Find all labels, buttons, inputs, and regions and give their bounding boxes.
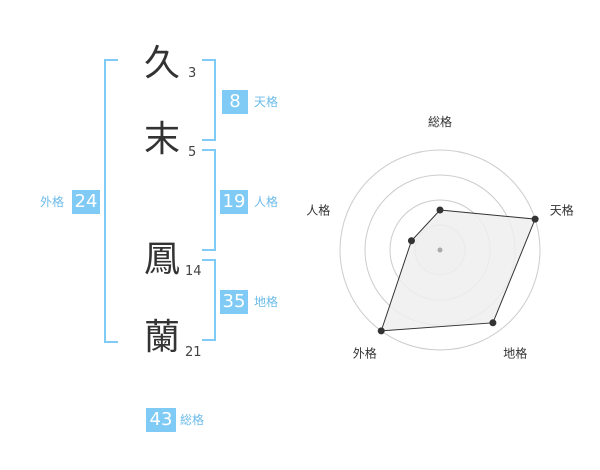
radar-axis-label-5: 人格: [306, 202, 330, 217]
radar-point-3: [489, 319, 497, 327]
radar-point-2: [531, 215, 539, 223]
tenkaku-bracket: [202, 59, 216, 141]
radar-point-5: [407, 237, 415, 245]
radar-axis-label-3: 地格: [503, 346, 527, 361]
name-char-2: 末: [143, 119, 180, 160]
name-char-1: 久: [143, 43, 180, 84]
gaikaku-value: 24: [72, 190, 100, 214]
stroke-count-3: 14: [185, 264, 202, 279]
jinkaku-label: 人格: [254, 195, 279, 209]
jinkaku-bracket: [202, 149, 216, 251]
jinkaku-value: 19: [220, 190, 248, 214]
soukaku-value: 43: [146, 408, 176, 432]
chikaku-bracket: [202, 259, 216, 341]
radar-axis-label-2: 天格: [550, 202, 574, 217]
radar-ring-4: [339, 149, 541, 351]
radar-point-1: [436, 206, 444, 214]
radar-axis-label-4: 外格: [353, 346, 377, 361]
soukaku-label: 総格: [180, 413, 205, 427]
radar-series-polygon: [380, 209, 536, 332]
gaikaku-bracket: [104, 59, 118, 343]
gaikaku-label: 外格: [40, 195, 65, 209]
name-char-3: 鳳: [143, 239, 180, 280]
stroke-count-1: 3: [188, 66, 197, 81]
radar-point-4: [377, 327, 385, 335]
radar-axis-label-1: 総格: [428, 114, 452, 129]
stroke-count-4: 21: [185, 345, 202, 360]
radar-center-dot: [437, 247, 443, 253]
chikaku-value: 35: [220, 290, 248, 314]
tenkaku-value: 8: [222, 90, 248, 114]
tenkaku-label: 天格: [254, 95, 279, 109]
name-char-4: 蘭: [143, 317, 180, 358]
stroke-count-2: 5: [188, 145, 197, 160]
chikaku-label: 地格: [254, 295, 279, 309]
